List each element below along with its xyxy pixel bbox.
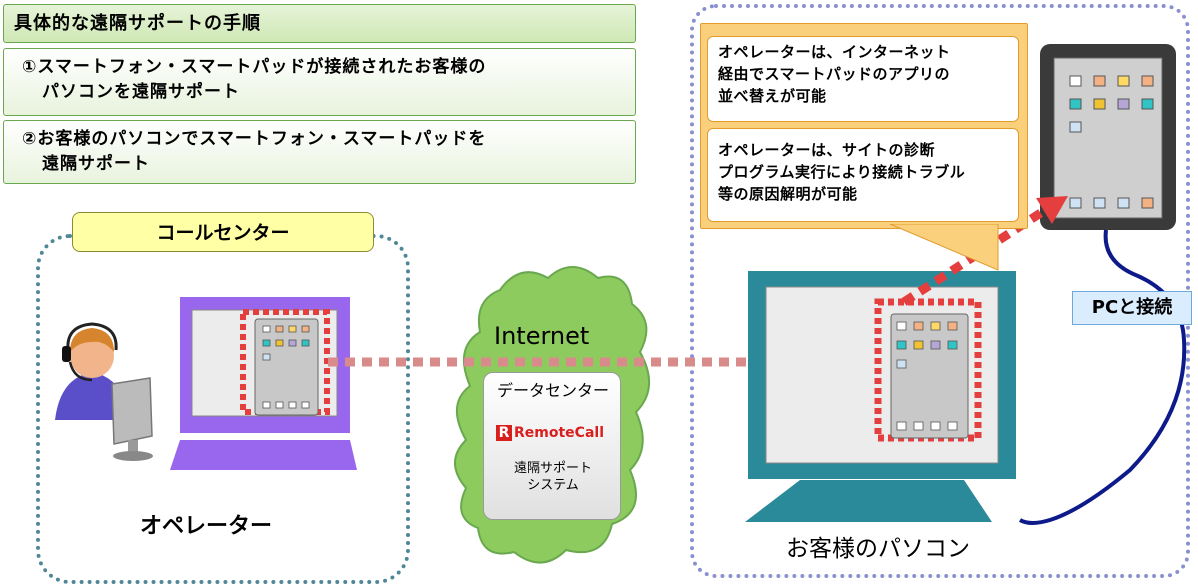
tablet-connection-arrowhead xyxy=(1036,196,1068,224)
callout-1-line2: 経由でスマートパッドのアプリの xyxy=(718,65,951,83)
step-1-line1: ①スマートフォン・スマートパッドが接続されたお客様の xyxy=(22,57,487,77)
diagram-title: 具体的な遠隔サポートの手順 xyxy=(3,4,636,43)
call-center-label: コールセンター xyxy=(72,212,374,252)
datacenter-label: データセンター xyxy=(496,381,609,400)
customer-monitor xyxy=(745,271,1016,522)
callout-tail xyxy=(889,224,999,271)
callout-1-line3: 並べ替えが可能 xyxy=(718,87,827,105)
operator-monitor xyxy=(170,297,357,470)
system-line2: システム xyxy=(527,478,579,493)
system-line1: 遠隔サポート xyxy=(513,461,592,476)
internet-label: Internet xyxy=(494,322,590,350)
step-2-line2: 遠隔サポート xyxy=(42,154,150,174)
callout-2: オペレーターは、サイトの診断 プログラム実行により接続トラブル 等の原因解明が可… xyxy=(707,128,1019,222)
callout-2-line3: 等の原因解明が可能 xyxy=(718,185,858,203)
callout-2-line2: プログラム実行により接続トラブル xyxy=(718,163,966,181)
customer-pc-label: お客様のパソコン xyxy=(786,536,970,562)
step-2: ②お客様のパソコンでスマートフォン・スマートパッドを 遠隔サポート xyxy=(3,120,636,184)
customer-tablet-apps xyxy=(896,321,958,431)
remotecall-logo-text: RemoteCall xyxy=(514,425,604,441)
remotecall-logo-mark: R xyxy=(496,425,512,441)
step-1-line2: パソコンを遠隔サポート xyxy=(42,82,240,102)
remote-support-system-label: 遠隔サポート システム xyxy=(490,460,616,494)
usb-cable xyxy=(1018,229,1187,525)
callout-bubble: オペレーターは、インターネット 経由でスマートパッドのアプリの 並べ替えが可能 … xyxy=(700,23,1028,229)
callout-1-line1: オペレーターは、インターネット xyxy=(718,43,951,61)
pc-connect-label: PCと接続 xyxy=(1072,291,1192,325)
step-1: ①スマートフォン・スマートパッドが接続されたお客様の パソコンを遠隔サポート xyxy=(3,48,636,116)
datacenter-box xyxy=(483,372,621,520)
operator-icon xyxy=(55,322,153,461)
step-2-line1: ②お客様のパソコンでスマートフォン・スマートパッドを xyxy=(22,129,487,149)
smart-pad-device xyxy=(1040,44,1176,230)
callout-1: オペレーターは、インターネット 経由でスマートパッドのアプリの 並べ替えが可能 xyxy=(707,36,1019,122)
callout-2-line1: オペレーターは、サイトの診断 xyxy=(718,141,936,159)
operator-label: オペレーター xyxy=(140,514,273,539)
operator-tablet-apps xyxy=(262,325,310,409)
